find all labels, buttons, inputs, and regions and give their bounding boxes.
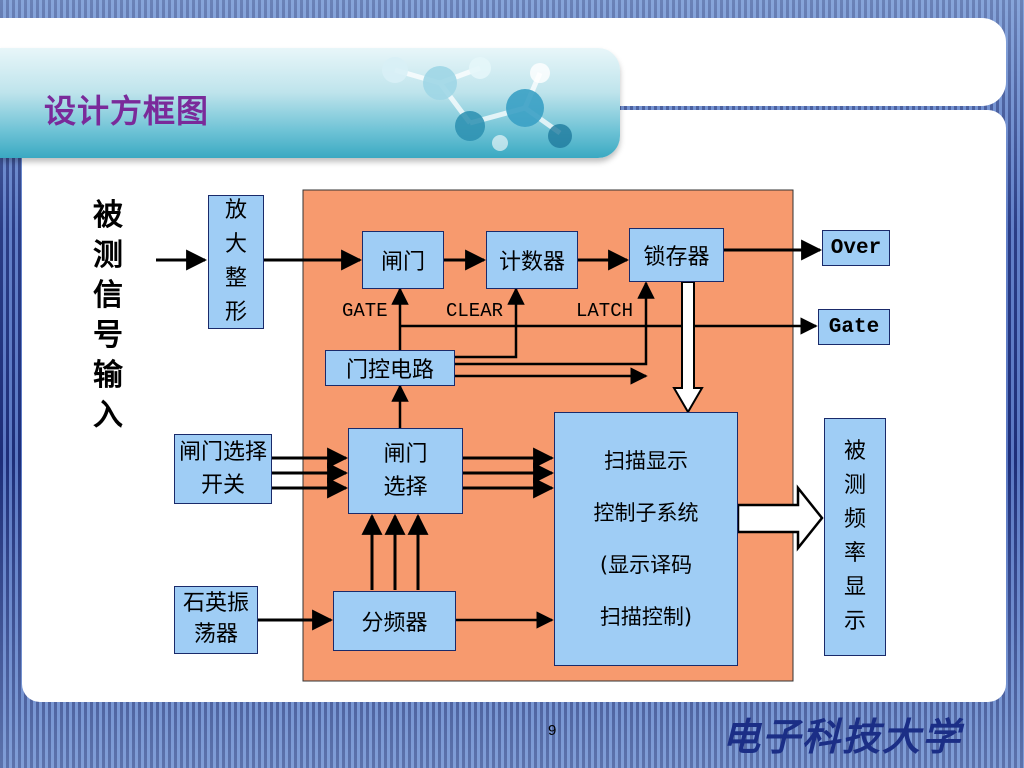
- gate-control-block: 门控电路: [325, 350, 455, 386]
- latch-label: 锁存器: [643, 245, 710, 270]
- latch-to-scan-hollow-arrow: [672, 281, 704, 414]
- divider-block: 分频器: [333, 591, 456, 651]
- gate-control-label: 门控电路: [345, 358, 434, 383]
- gate-select-label: 闸门选择: [383, 442, 428, 500]
- latch-signal-arrow: [455, 281, 655, 366]
- latch-signal-label: LATCH: [576, 300, 634, 322]
- frequency-display-label: 被测频率显示: [843, 439, 866, 634]
- over-label: Over: [830, 236, 882, 260]
- title-banner: [0, 48, 620, 158]
- university-logo-text: 电子科技大学: [722, 714, 963, 759]
- scan-display-line-1: 扫描显示: [604, 449, 688, 473]
- gate-output-label: Gate: [828, 315, 880, 339]
- frequency-display-block: 被测频率显示: [824, 418, 886, 656]
- crystal-oscillator-block: 石英振荡器: [174, 586, 258, 654]
- gate-label: 闸门: [380, 250, 425, 275]
- gate-signal-label: GATE: [342, 300, 388, 322]
- scan-display-block: 扫描显示 控制子系统 (显示译码 扫描控制): [554, 412, 738, 666]
- input-signal-label: 被测信号输入: [93, 198, 123, 433]
- gate-output-block: Gate: [818, 309, 890, 345]
- counter-label: 计数器: [498, 250, 565, 275]
- counter-block: 计数器: [486, 231, 578, 289]
- scan-to-display-hollow-arrow: [736, 484, 824, 552]
- clear-signal-arrow: [455, 287, 525, 359]
- amplifier-label: 放大整形: [224, 198, 247, 325]
- scan-display-line-2: 控制子系统: [593, 501, 699, 525]
- amplifier-block: 放大整形: [208, 195, 264, 329]
- crystal-oscillator-label: 石英振荡器: [182, 591, 249, 647]
- slide-title: 设计方框图: [44, 92, 210, 130]
- gate-block: 闸门: [362, 231, 444, 289]
- gate-select-switch-label: 闸门选择开关: [178, 440, 267, 498]
- latch-block: 锁存器: [629, 228, 724, 282]
- gate-select-block: 闸门选择: [348, 428, 463, 514]
- scan-display-line-4: 扫描控制): [599, 605, 693, 629]
- scan-display-line-3: (显示译码: [599, 553, 693, 577]
- molecule-decoration: [382, 57, 572, 151]
- over-output-block: Over: [822, 230, 890, 266]
- page-number: 9: [548, 722, 557, 739]
- clear-signal-label: CLEAR: [446, 300, 504, 322]
- divider-label: 分频器: [361, 611, 428, 636]
- gate-select-switch-block: 闸门选择开关: [174, 434, 272, 504]
